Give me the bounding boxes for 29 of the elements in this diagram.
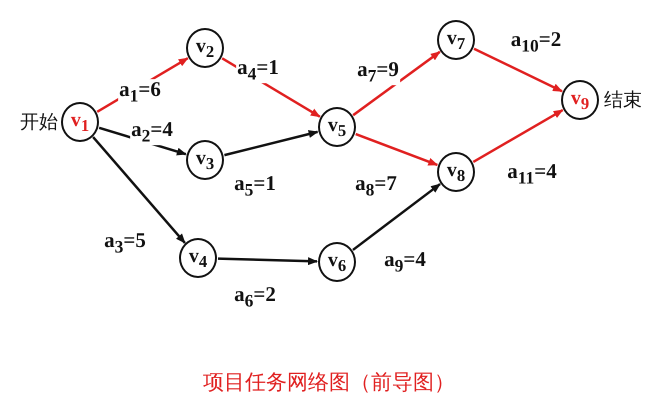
edge-label: a$_{7}$=9 [356, 59, 400, 85]
node-caption: 结束 [604, 88, 642, 113]
vertex-circle: v$_{9}$ [561, 80, 599, 120]
edge-label: a$_{2}$=4 [130, 119, 174, 145]
vertex-circle: v$_{3}$ [186, 140, 224, 180]
arrow [355, 132, 438, 166]
vertex-circle: v$_{8}$ [437, 152, 475, 192]
arrow [92, 136, 186, 244]
edge-label: a$_{9}$=4 [383, 249, 427, 275]
arrow [218, 257, 318, 266]
edge-label: a$_{5}$=1 [233, 173, 277, 199]
vertex-circle: v$_{2}$ [186, 28, 224, 68]
vertex-circle: v$_{1}$ [61, 102, 99, 142]
vertex-circle: v$_{5}$ [318, 107, 356, 147]
arrow [472, 108, 564, 164]
arrow [352, 183, 441, 251]
edge-label: a$_{8}$=7 [354, 173, 398, 199]
arrow [473, 48, 563, 92]
edge-label: a$_{10}$=2 [510, 29, 562, 55]
edge-label: a$_{3}$=5 [103, 230, 147, 256]
arrow [352, 50, 441, 116]
vertex-circle: v$_{7}$ [437, 20, 475, 60]
edge-label: a$_{6}$=2 [233, 284, 277, 310]
arrow [224, 130, 319, 156]
vertex-circle: v$_{6}$ [318, 242, 356, 282]
edge-label: a$_{4}$=1 [236, 57, 280, 83]
caption: 项目任务网络图（前导图） [202, 369, 456, 396]
vertex-circle: v$_{4}$ [179, 238, 217, 278]
node-caption: 开始 [20, 110, 58, 135]
